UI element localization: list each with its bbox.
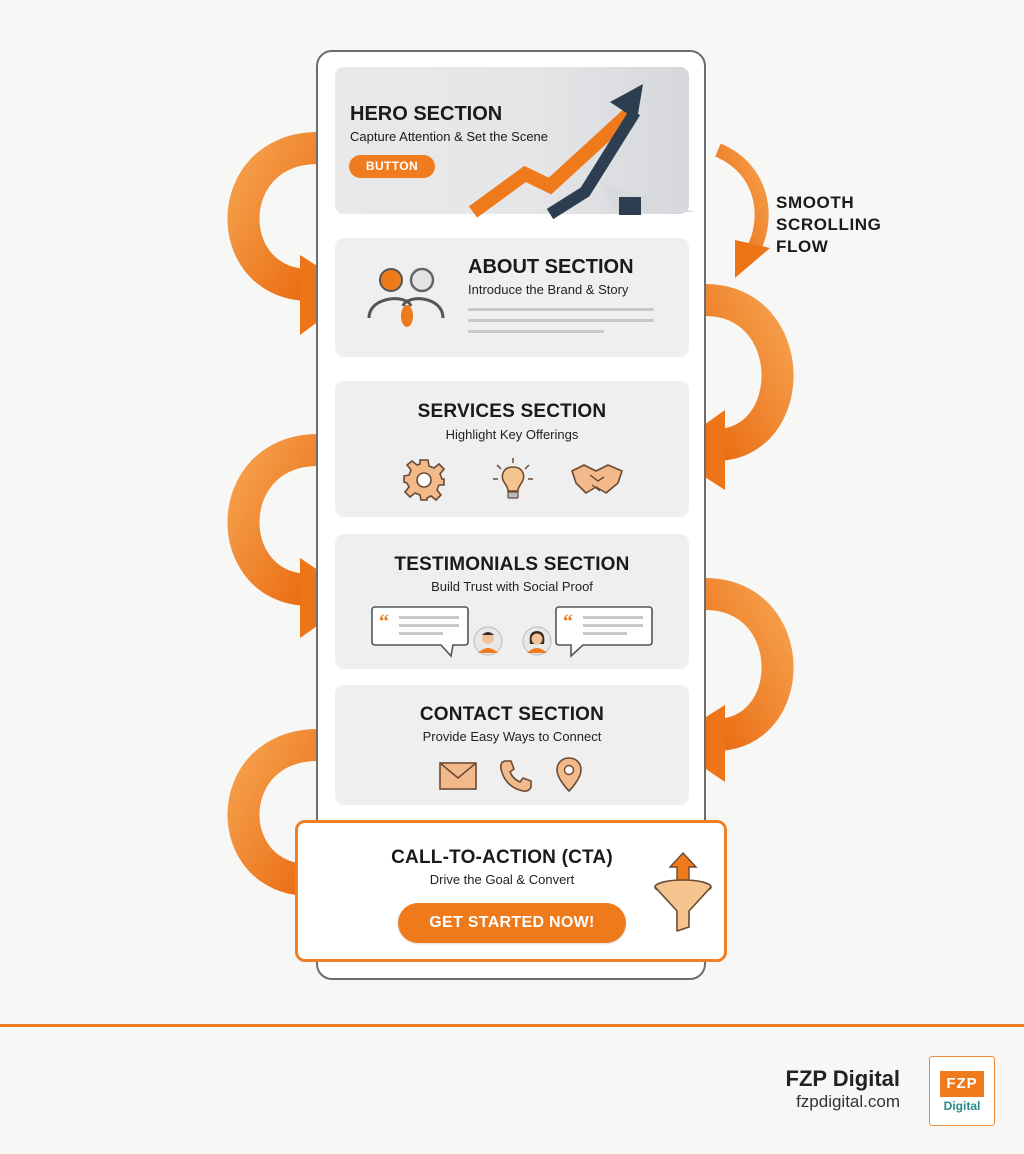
about-title: ABOUT SECTION [468, 256, 634, 278]
logo-word: Digital [943, 1099, 981, 1113]
phone-icon [500, 760, 532, 792]
services-subtitle: Highlight Key Offerings [445, 427, 579, 442]
cta-subtitle: Drive the Goal & Convert [429, 872, 575, 887]
cta-section: CALL-TO-ACTION (CTA) Drive the Goal & Co… [295, 820, 727, 962]
flow-label-line-3: FLOW [776, 237, 829, 256]
services-title: SERVICES SECTION [417, 401, 607, 422]
about-text-line [468, 308, 654, 311]
footer-divider [0, 1024, 1024, 1027]
fzp-logo: FZP Digital [929, 1056, 995, 1126]
flow-label-line-1: SMOOTH [776, 193, 855, 212]
svg-text:“: “ [563, 611, 573, 633]
lightbulb-icon [493, 458, 533, 499]
quote-bubble-icon: “ [371, 606, 469, 658]
hero-title: HERO SECTION [350, 103, 503, 125]
brand-url[interactable]: fzpdigital.com [796, 1092, 900, 1111]
avatar-female-icon [522, 626, 552, 656]
people-icon [367, 267, 445, 327]
about-subtitle: Introduce the Brand & Story [468, 282, 629, 297]
get-started-button[interactable]: GET STARTED NOW! [398, 903, 626, 943]
brand-name: FZP Digital [785, 1066, 901, 1091]
testimonials-section: TESTIMONIALS SECTION Build Trust with So… [335, 534, 689, 669]
hero-section: HERO SECTION Capture Attention & Set the… [335, 67, 695, 220]
services-section: SERVICES SECTION Highlight Key Offerings [335, 381, 689, 517]
about-text-line [468, 330, 604, 333]
handshake-icon [571, 464, 623, 494]
about-section: ABOUT SECTION Introduce the Brand & Stor… [335, 238, 689, 357]
svg-text:“: “ [379, 611, 389, 633]
funnel-icon [654, 851, 712, 932]
testimonials-title: TESTIMONIALS SECTION [394, 554, 630, 575]
gear-icon [403, 459, 446, 502]
contact-title: CONTACT SECTION [419, 704, 605, 725]
testimonials-subtitle: Build Trust with Social Proof [431, 579, 593, 594]
envelope-icon [439, 762, 477, 790]
growth-arrow-icon [468, 84, 695, 220]
quote-bubble-icon: “ [555, 606, 653, 658]
logo-letters: FZP [940, 1071, 984, 1097]
about-text-line [468, 319, 654, 322]
avatar-male-icon [473, 626, 503, 656]
flow-label-line-2: SCROLLING [776, 215, 882, 234]
location-pin-icon [556, 757, 582, 793]
contact-subtitle: Provide Easy Ways to Connect [422, 729, 602, 744]
hero-subtitle: Capture Attention & Set the Scene [350, 129, 549, 144]
cta-title: CALL-TO-ACTION (CTA) [391, 847, 613, 868]
smooth-scrolling-label: SMOOTH SCROLLING FLOW [776, 192, 882, 258]
hero-button[interactable]: BUTTON [349, 155, 435, 178]
contact-section: CONTACT SECTION Provide Easy Ways to Con… [335, 685, 689, 805]
